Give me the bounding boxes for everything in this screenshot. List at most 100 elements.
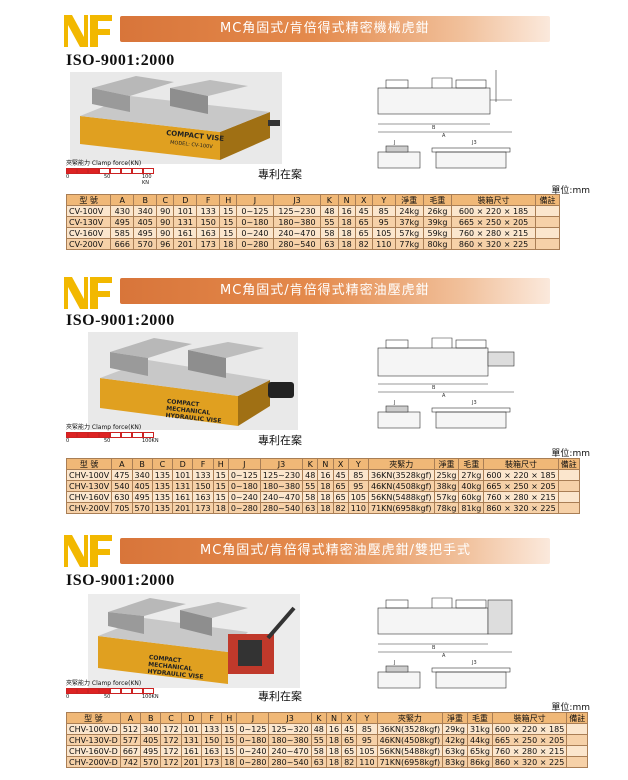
table-cell: 630: [111, 491, 133, 503]
table-cell: 95: [347, 480, 369, 492]
clamp-force-segment: [143, 688, 154, 694]
table-cell: 45: [354, 205, 373, 217]
table-cell: 46KN(4508kgf): [367, 480, 435, 492]
table-cell: 18: [317, 502, 334, 514]
table-cell: 58: [320, 227, 339, 239]
column-header: J: [236, 712, 270, 724]
column-header: 夾緊力: [367, 458, 435, 470]
table-cell: 150: [196, 216, 221, 228]
table-cell: 172: [160, 734, 182, 746]
clamp-force-segment: [121, 688, 132, 694]
column-header: 毛重: [467, 712, 493, 724]
table-cell: 430: [110, 205, 135, 217]
table-cell: 90: [156, 216, 175, 228]
table-cell: 80kg: [422, 238, 453, 250]
table-cell: 18: [317, 491, 334, 503]
table-cell: [535, 238, 560, 250]
table-cell: 600 × 220 × 185: [451, 205, 537, 217]
column-header: D: [180, 712, 202, 724]
column-header: J3: [259, 458, 304, 470]
model-cell: CHV-160V: [65, 491, 113, 503]
model-cell: CV-160V: [65, 227, 112, 239]
table-cell: 24kg: [394, 205, 424, 217]
clamp-force-segment: [66, 432, 77, 438]
column-header: Y: [371, 194, 396, 206]
table-cell: 15: [221, 723, 238, 735]
table-cell: 60kg: [458, 491, 485, 503]
table-cell: 0~240: [227, 491, 261, 503]
table-cell: 163: [196, 227, 221, 239]
table-cell: 667: [119, 745, 142, 757]
table-cell: 39kg: [422, 216, 453, 228]
column-header: 淨重: [394, 194, 424, 206]
column-header: H: [212, 458, 229, 470]
table-cell: 42kg: [442, 734, 468, 746]
clamp-tick: 50: [104, 438, 111, 444]
clamp-tick: 100KN: [142, 694, 159, 700]
column-header: 型 號: [66, 712, 121, 724]
clamp-force-segment: [132, 688, 143, 694]
table-cell: 46KN(4508kgf): [376, 734, 444, 746]
table-cell: [566, 723, 589, 735]
column-header: D: [173, 194, 198, 206]
table-cell: 131: [180, 734, 202, 746]
column-header: J: [236, 194, 274, 206]
svg-text:J: J: [393, 660, 395, 666]
svg-text:A: A: [442, 393, 446, 399]
table-cell: 340: [140, 723, 162, 735]
table-cell: 45: [341, 723, 358, 735]
table-cell: [557, 491, 580, 503]
table-cell: 25kg: [433, 469, 460, 481]
table-cell: 40kg: [458, 480, 485, 492]
clamp-force-gauge: 夾緊能力 Clamp force(KN) 0 50 100KN: [66, 678, 159, 702]
column-header: 備註: [566, 712, 589, 724]
table-cell: 180~380: [272, 216, 322, 228]
table-cell: 15: [212, 491, 229, 503]
table-cell: 665 × 250 × 205: [491, 734, 568, 746]
table-cell: 135: [151, 491, 174, 503]
column-header: N: [325, 712, 343, 724]
table-cell: 0~280: [236, 238, 274, 250]
table-cell: [566, 734, 589, 746]
patent-pending: 專利在案: [258, 690, 302, 703]
section-hydraulic-vise: MC角固式/肯倍得式精密油壓虎鉗 ISO-9001:2000 COMPACT M…: [0, 262, 628, 520]
table-cell: 110: [347, 502, 369, 514]
table-cell: 18: [325, 734, 343, 746]
table-cell: 95: [356, 734, 378, 746]
section-double-handle-vise: MC角固式/肯倍得式精密油壓虎鉗/雙把手式 ISO-9001:2000 COMP…: [0, 520, 628, 780]
iso-certification: ISO-9001:2000: [66, 572, 175, 589]
table-cell: 16: [317, 469, 334, 481]
table-cell: 760 × 280 × 215: [483, 491, 559, 503]
table-cell: 65: [341, 734, 358, 746]
table-cell: 0~125: [236, 723, 270, 735]
table-cell: 665 × 250 × 205: [451, 216, 537, 228]
table-cell: 280~540: [259, 502, 304, 514]
clamp-force-segment: [99, 168, 110, 174]
column-header: 備註: [557, 458, 580, 470]
table-cell: 85: [347, 469, 369, 481]
table-cell: 65: [341, 745, 358, 757]
table-cell: 161: [180, 745, 202, 757]
table-cell: 172: [160, 723, 182, 735]
table-cell: 133: [196, 205, 221, 217]
clamp-force-segment: [121, 432, 132, 438]
model-cell: CHV-130V-D: [66, 734, 121, 746]
table-cell: 201: [172, 502, 194, 514]
table-cell: 570: [133, 238, 158, 250]
model-cell: CHV-200V-D: [66, 756, 121, 768]
column-header: N: [337, 194, 356, 206]
table-cell: 240~470: [268, 745, 312, 757]
table-cell: 173: [200, 756, 223, 768]
table-cell: 860 × 320 × 225: [491, 756, 568, 768]
table-cell: 65: [332, 480, 349, 492]
clamp-force-bar: [66, 168, 154, 174]
table-cell: 600 × 220 × 185: [491, 723, 568, 735]
